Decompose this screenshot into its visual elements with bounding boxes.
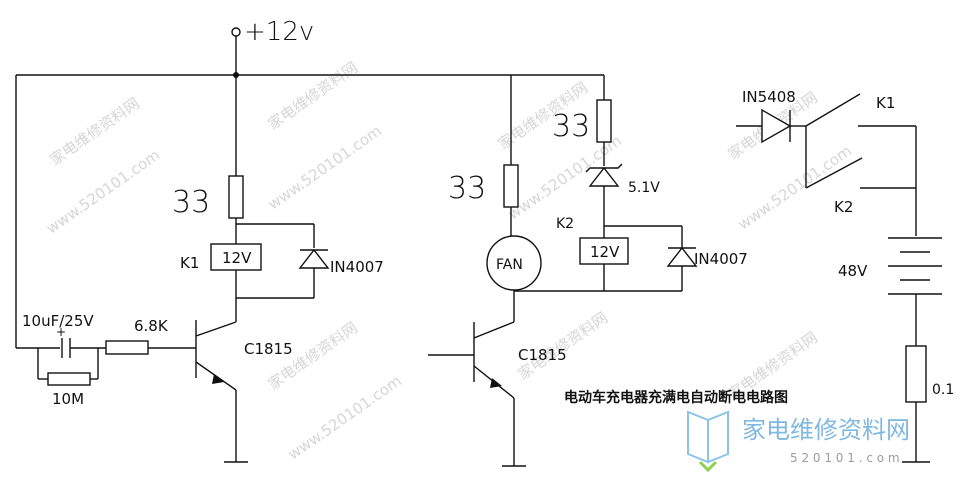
zener-5-1v-label: 5.1V: [628, 180, 660, 196]
battery-48v: [888, 237, 942, 295]
fan-label: FAN: [496, 257, 523, 273]
supply-label: +12v: [244, 17, 314, 47]
resistor-33-fan-label: 33: [448, 171, 486, 206]
watermark-site-num: 5 2 0 1 0 1 . c o m: [790, 451, 900, 465]
resistor-33-zener: [596, 99, 612, 143]
left-circuit: 33 12V K1 IN4007 C1815 + 10uF/25V 6.8K: [16, 75, 384, 463]
transistor-c1815-left-label: C1815: [244, 340, 293, 358]
diode-in4007-middle: [666, 246, 698, 267]
watermark-tile: www.520101.com: [265, 122, 385, 214]
book-logo-icon: [687, 410, 729, 473]
resistor-10m: [47, 372, 91, 386]
watermark-tile: 家电维修资料网: [265, 58, 361, 133]
middle-circuit: 33 FAN 33 5.1V K2 12V IN4007 C1815: [428, 75, 748, 467]
watermark-logo: 家电维修资料网 5 2 0 1 0 1 . c o m: [687, 410, 910, 473]
diagram-caption: 电动车充电器充满电自动断电电路图: [564, 389, 788, 406]
switch-k2: [805, 157, 863, 189]
watermark-tile: www.520101.com: [285, 372, 405, 464]
resistor-6-8k-label: 6.8K: [134, 317, 169, 335]
switch-k1: [805, 93, 861, 127]
zener-5-1v: [588, 166, 620, 187]
resistor-33-zener-label: 33: [552, 109, 590, 144]
diode-in4007-left: [298, 248, 330, 269]
resistor-33-fan: [503, 164, 519, 208]
relay-k2-label: K2: [556, 216, 574, 232]
capacitor-10uf-label: 10uF/25V: [22, 312, 94, 330]
diode-in5408: [761, 108, 792, 144]
battery-48v-label: 48V: [838, 262, 868, 280]
watermark-site-cn: 家电维修资料网: [742, 416, 910, 444]
diode-in4007-middle-label: IN4007: [694, 250, 748, 268]
watermark-tile: 家电维修资料网: [46, 94, 142, 169]
resistor-33-left: [228, 175, 244, 219]
resistor-6-8k: [105, 340, 149, 355]
relay-coil-k2: [579, 237, 629, 265]
resistor-33-left-label: 33: [172, 185, 210, 220]
relay-coil-k1-label: 12V: [222, 249, 252, 267]
diode-in5408-label: IN5408: [742, 88, 796, 106]
switch-k1-label: K1: [876, 94, 895, 112]
right-circuit: IN5408 K1 K2 48V 0.1: [736, 88, 954, 463]
transistor-c1815-middle-label: C1815: [518, 346, 567, 364]
svg-text:+: +: [56, 325, 66, 339]
shunt-resistor-label: 0.1: [932, 382, 954, 398]
relay-k1-label: K1: [180, 254, 199, 272]
switch-k2-label: K2: [834, 198, 853, 216]
supply-rail: +12v: [15, 17, 604, 348]
relay-coil-k2-label: 12V: [590, 243, 620, 261]
diode-in4007-left-label: IN4007: [330, 258, 384, 276]
shunt-resistor: [905, 345, 927, 403]
watermark-tile: www.520101.com: [735, 142, 855, 234]
supply-terminal: [231, 27, 241, 37]
resistor-10m-label: 10M: [52, 390, 84, 408]
